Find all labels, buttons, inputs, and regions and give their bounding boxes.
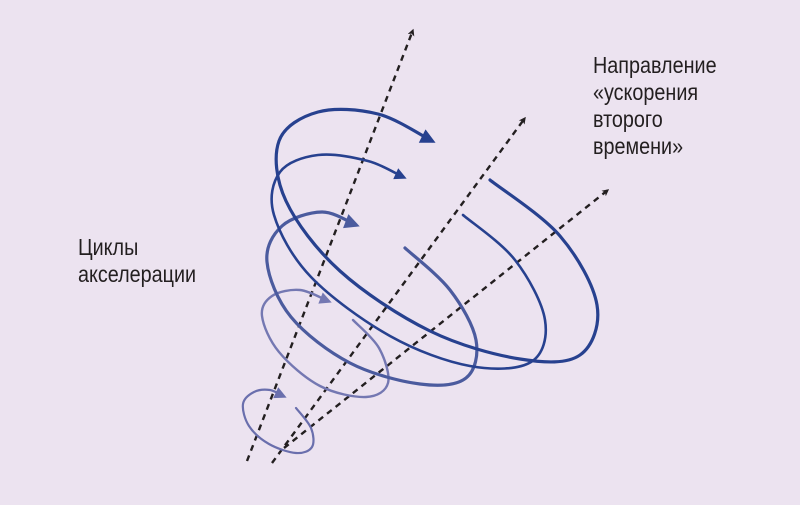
- loop-arrowhead-icon: [273, 387, 287, 399]
- acceleration-cycle-loop: [265, 210, 479, 387]
- acceleration-cycle-loop: [274, 107, 600, 364]
- direction-label-line: «ускорения: [593, 79, 699, 105]
- direction-label-line: времени»: [593, 133, 684, 159]
- direction-label-line: Направление: [593, 52, 717, 78]
- loop-arrowhead-icon: [318, 292, 332, 304]
- acceleration-cycle-loop: [241, 388, 315, 455]
- cycles-label: Циклы акселерации: [78, 234, 196, 288]
- direction-label-line: второго: [593, 106, 663, 132]
- acceleration-cycle-loop: [260, 288, 390, 399]
- time-axis-arrow: [283, 189, 610, 449]
- time-axis-arrow: [271, 116, 526, 464]
- time-axis-arrow: [245, 28, 415, 462]
- cycles-label-line: акселерации: [78, 261, 197, 287]
- loop-arrowhead-icon: [418, 129, 436, 143]
- direction-label: Направление «ускорения второго времени»: [593, 52, 717, 160]
- loop-arrowhead-icon: [393, 168, 407, 180]
- acceleration-cycle-loop: [270, 153, 547, 370]
- cycles-label-line: Циклы: [78, 234, 139, 260]
- loop-arrowhead-icon: [343, 214, 360, 229]
